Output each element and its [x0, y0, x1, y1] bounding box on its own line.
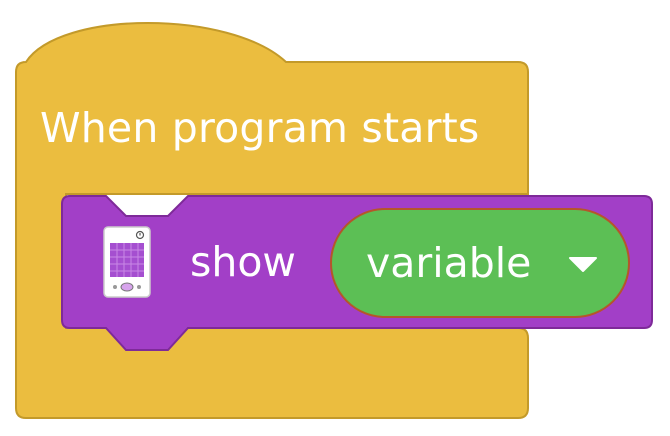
show-block-label: show — [190, 238, 296, 286]
hat-block-label: When program starts — [40, 104, 480, 152]
variable-dropdown-value: variable — [366, 239, 532, 287]
caret-down-icon — [569, 257, 597, 272]
variable-dropdown[interactable]: variable — [330, 208, 630, 318]
led-matrix-device-icon — [103, 226, 151, 298]
